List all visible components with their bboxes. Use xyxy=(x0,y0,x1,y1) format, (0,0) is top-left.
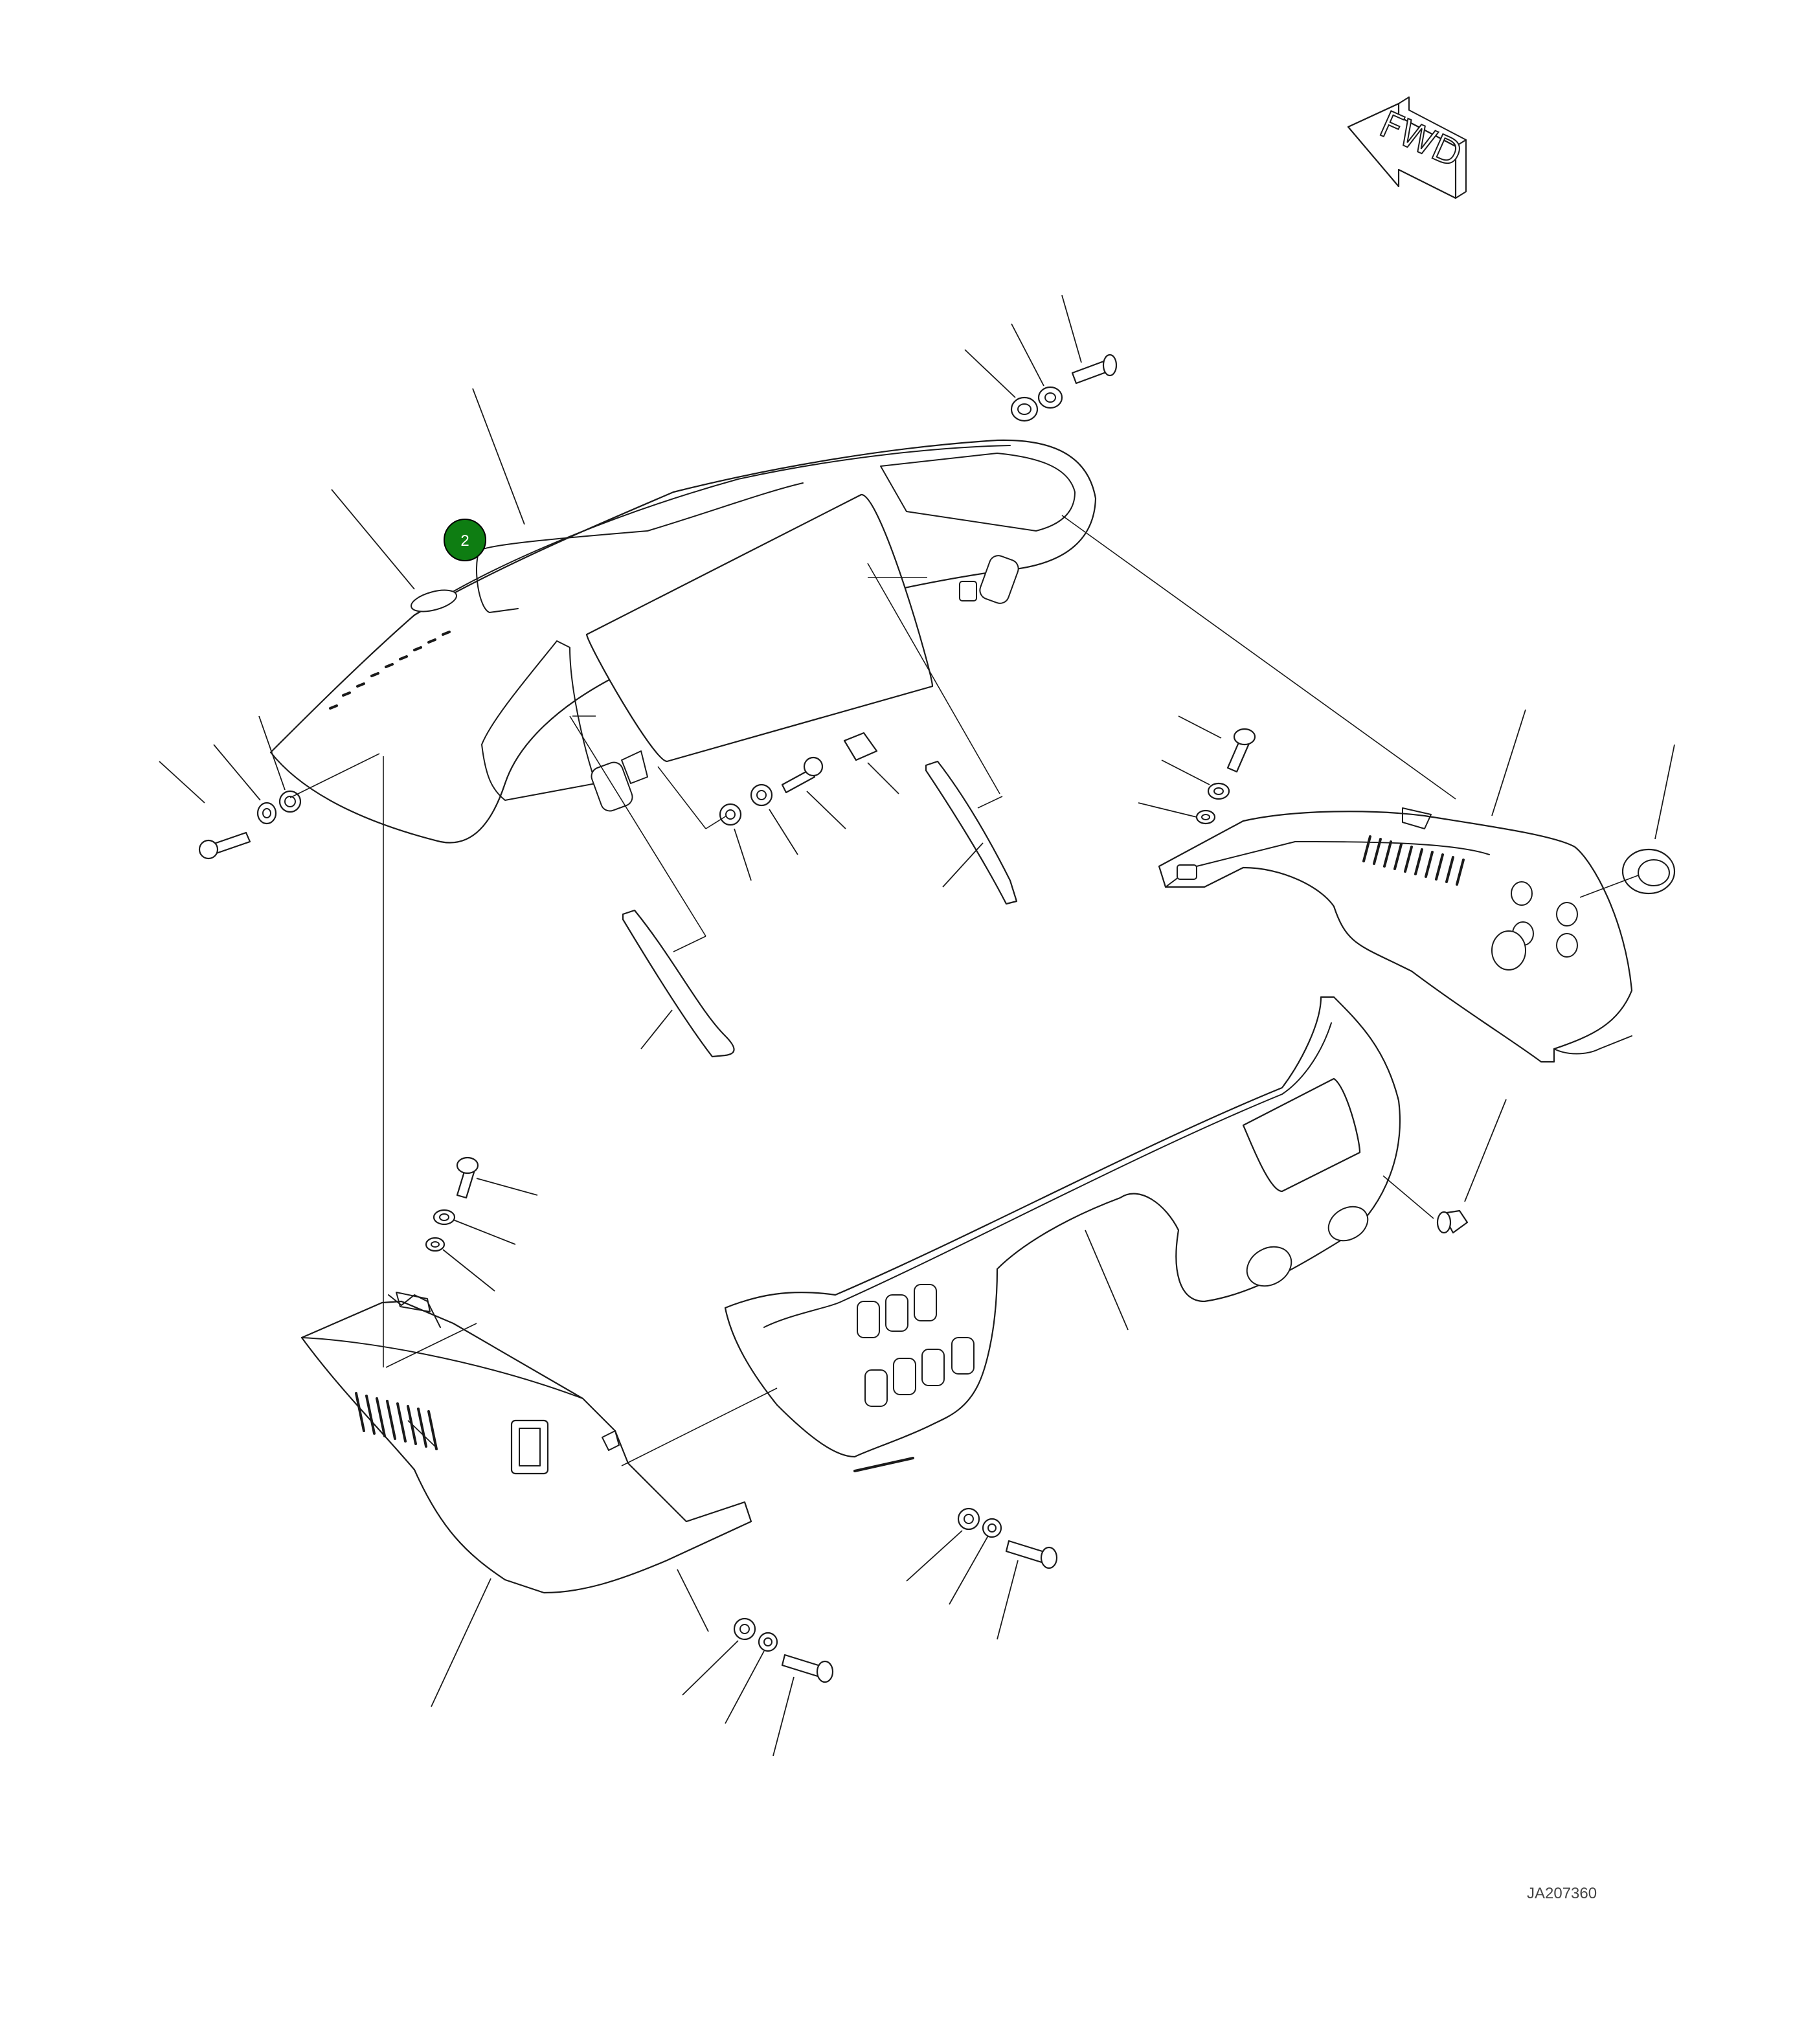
fwd-arrow-icon: FWD xyxy=(1347,96,1469,199)
bolt-left-middle xyxy=(425,1156,479,1252)
bolt-center-lower xyxy=(957,1507,1058,1569)
bolt-center-upper xyxy=(719,756,824,826)
grommet-right xyxy=(1621,848,1676,895)
callout-2-label: 2 xyxy=(460,532,469,550)
left-lower-panel xyxy=(300,1292,752,1594)
leader-lines xyxy=(159,295,1675,1757)
trim-strip-left xyxy=(622,909,735,1058)
pad-square xyxy=(843,732,878,761)
bolt-top-right xyxy=(1010,354,1118,422)
clip-right xyxy=(1436,1209,1469,1234)
callout-2[interactable]: 2 xyxy=(444,519,486,561)
trim-strip-right xyxy=(925,760,1018,905)
bolt-left-upper xyxy=(198,790,302,860)
bolt-right-upper xyxy=(1195,728,1256,825)
upper-dash-panel xyxy=(269,439,1097,844)
right-side-panel xyxy=(1158,807,1633,1063)
center-lower-panel xyxy=(724,996,1401,1472)
drawing-reference: JA207360 xyxy=(1527,1885,1597,1902)
bolt-left-lower xyxy=(733,1617,834,1683)
